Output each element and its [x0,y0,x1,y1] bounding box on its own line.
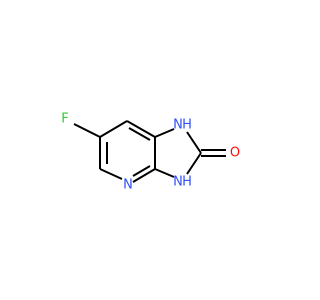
bond-n3-c3a [154,168,175,178]
bond-c3a-n4 [132,168,156,183]
bond-c6-f [73,123,101,138]
bond-c6-c7 [99,120,128,138]
atom-labels: F N H N N H O [61,112,240,193]
structure-canvas: F N H N N H O [61,112,240,193]
fluorine-label: F [61,112,68,127]
nh-bottom-hydrogen-label: H [182,175,192,190]
bond-c2-n3 [186,152,202,175]
bond-c7a-n1 [154,128,175,138]
bond-c3a-n4-inner [132,165,151,177]
oxygen-label: O [230,146,240,161]
bonds [73,120,226,183]
bond-c7-c7a-inner [128,127,151,141]
bond-n4-c5 [99,168,123,180]
n-top-label: N [173,118,183,133]
n-bottom-label: N [173,175,183,190]
bond-c7-c7a [126,120,156,138]
bond-n1-c2 [186,131,202,154]
nh-top-hydrogen-label: H [182,118,192,133]
pyridine-nitrogen-label: N [123,178,133,193]
